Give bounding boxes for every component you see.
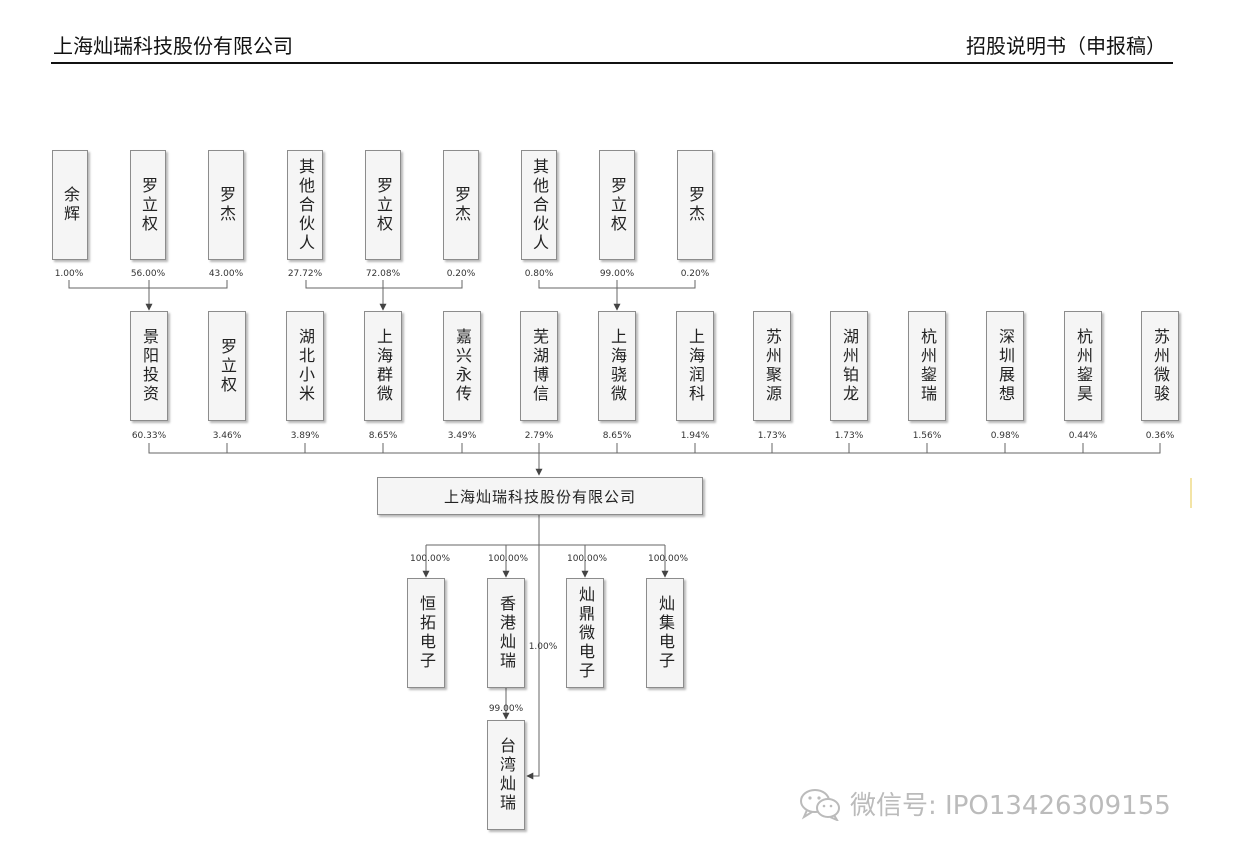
shareholder-pct-2: 3.46% bbox=[212, 431, 242, 441]
shareholder-pct-7: 8.65% bbox=[602, 431, 632, 441]
shareholder-box-7-label: 上海骁微 bbox=[608, 328, 627, 404]
company-box: 上海灿瑞科技股份有限公司 bbox=[377, 477, 703, 515]
top-box-5: 罗立权 bbox=[365, 150, 401, 260]
top-box-4-label: 其他合伙人 bbox=[296, 157, 315, 253]
top-pct-4: 27.72% bbox=[287, 269, 323, 279]
top-box-1-label: 余辉 bbox=[61, 186, 80, 224]
subsidiary-pct-1: 100.00% bbox=[409, 554, 451, 564]
top-box-9: 罗杰 bbox=[677, 150, 713, 260]
shareholder-box-5-label: 嘉兴永传 bbox=[453, 328, 472, 404]
shareholder-pct-11: 1.56% bbox=[912, 431, 942, 441]
subsidiary-box-1: 恒拓电子 bbox=[407, 578, 445, 688]
shareholder-box-9: 苏州聚源 bbox=[753, 311, 791, 421]
shareholder-pct-9: 1.73% bbox=[757, 431, 787, 441]
subsidiary-box-4: 灿集电子 bbox=[646, 578, 684, 688]
shareholder-box-13: 杭州鋆昊 bbox=[1064, 311, 1102, 421]
shareholder-pct-6: 2.79% bbox=[524, 431, 554, 441]
shareholder-box-3: 湖北小米 bbox=[286, 311, 324, 421]
shareholder-pct-3: 3.89% bbox=[290, 431, 320, 441]
subsidiary-pct-4: 100.00% bbox=[647, 554, 689, 564]
shareholder-box-10: 湖州铂龙 bbox=[830, 311, 868, 421]
top-pct-3: 43.00% bbox=[208, 269, 244, 279]
shareholder-box-2-label: 罗立权 bbox=[218, 337, 237, 395]
shareholder-box-12: 深圳展想 bbox=[986, 311, 1024, 421]
top-box-8: 罗立权 bbox=[599, 150, 635, 260]
shareholder-box-6-label: 芜湖博信 bbox=[530, 328, 549, 404]
shareholder-box-14-label: 苏州微骏 bbox=[1151, 328, 1170, 404]
shareholder-box-4: 上海群微 bbox=[364, 311, 402, 421]
taiwan-pct-parent: 1.00% bbox=[528, 642, 558, 652]
shareholder-box-8: 上海润科 bbox=[676, 311, 714, 421]
shareholder-box-11: 杭州鋆瑞 bbox=[908, 311, 946, 421]
top-pct-5: 72.08% bbox=[365, 269, 401, 279]
top-pct-1: 1.00% bbox=[54, 269, 84, 279]
taiwan-box: 台湾灿瑞 bbox=[487, 720, 525, 830]
header-divider bbox=[51, 62, 1173, 64]
top-pct-6: 0.20% bbox=[446, 269, 476, 279]
shareholder-box-10-label: 湖州铂龙 bbox=[840, 328, 859, 404]
top-pct-8: 99.00% bbox=[599, 269, 635, 279]
shareholder-box-6: 芜湖博信 bbox=[520, 311, 558, 421]
shareholder-pct-10: 1.73% bbox=[834, 431, 864, 441]
top-box-7-label: 其他合伙人 bbox=[530, 157, 549, 253]
shareholder-box-13-label: 杭州鋆昊 bbox=[1074, 328, 1093, 404]
header-doc-title: 招股说明书（申报稿） bbox=[966, 34, 1166, 58]
subsidiary-box-3-label: 灿鼎微电子 bbox=[576, 585, 595, 681]
top-box-6-label: 罗杰 bbox=[452, 186, 471, 224]
top-box-3-label: 罗杰 bbox=[217, 186, 236, 224]
top-pct-9: 0.20% bbox=[680, 269, 710, 279]
shareholder-box-8-label: 上海润科 bbox=[686, 328, 705, 404]
shareholder-pct-12: 0.98% bbox=[990, 431, 1020, 441]
subsidiary-pct-2: 100.00% bbox=[487, 554, 529, 564]
shareholder-pct-8: 1.94% bbox=[680, 431, 710, 441]
subsidiary-box-2-label: 香港灿瑞 bbox=[497, 595, 516, 671]
subsidiary-box-4-label: 灿集电子 bbox=[656, 595, 675, 671]
subsidiary-pct-3: 100.00% bbox=[566, 554, 608, 564]
top-box-4: 其他合伙人 bbox=[287, 150, 323, 260]
top-box-7: 其他合伙人 bbox=[521, 150, 557, 260]
top-pct-7: 0.80% bbox=[524, 269, 554, 279]
subsidiary-box-2: 香港灿瑞 bbox=[487, 578, 525, 688]
shareholder-pct-14: 0.36% bbox=[1145, 431, 1175, 441]
top-pct-2: 56.00% bbox=[130, 269, 166, 279]
top-box-9-label: 罗杰 bbox=[686, 186, 705, 224]
wechat-id-text: 微信号: IPO13426309155 bbox=[850, 791, 1171, 821]
top-box-6: 罗杰 bbox=[443, 150, 479, 260]
header-company-name: 上海灿瑞科技股份有限公司 bbox=[53, 34, 293, 58]
shareholder-box-12-label: 深圳展想 bbox=[996, 328, 1015, 404]
subsidiary-box-1-label: 恒拓电子 bbox=[417, 595, 436, 671]
top-box-8-label: 罗立权 bbox=[608, 176, 627, 234]
shareholder-box-9-label: 苏州聚源 bbox=[763, 328, 782, 404]
subsidiary-box-3: 灿鼎微电子 bbox=[566, 578, 604, 688]
top-box-2: 罗立权 bbox=[130, 150, 166, 260]
shareholder-box-3-label: 湖北小米 bbox=[296, 328, 315, 404]
top-box-2-label: 罗立权 bbox=[139, 176, 158, 234]
taiwan-pct-hk: 99.00% bbox=[488, 704, 524, 714]
shareholder-box-2: 罗立权 bbox=[208, 311, 246, 421]
company-box-label: 上海灿瑞科技股份有限公司 bbox=[443, 487, 636, 506]
shareholder-pct-1: 60.33% bbox=[131, 431, 167, 441]
shareholder-box-1: 景阳投资 bbox=[130, 311, 168, 421]
shareholder-pct-13: 0.44% bbox=[1068, 431, 1098, 441]
margin-mark bbox=[1190, 478, 1192, 508]
shareholder-box-5: 嘉兴永传 bbox=[443, 311, 481, 421]
top-box-5-label: 罗立权 bbox=[374, 176, 393, 234]
shareholder-box-14: 苏州微骏 bbox=[1141, 311, 1179, 421]
shareholder-box-11-label: 杭州鋆瑞 bbox=[918, 328, 937, 404]
taiwan-box-label: 台湾灿瑞 bbox=[497, 737, 516, 813]
shareholder-box-1-label: 景阳投资 bbox=[140, 328, 159, 404]
top-box-3: 罗杰 bbox=[208, 150, 244, 260]
top-box-1: 余辉 bbox=[52, 150, 88, 260]
wechat-watermark: 微信号: IPO13426309155 bbox=[798, 785, 1171, 822]
shareholder-pct-4: 8.65% bbox=[368, 431, 398, 441]
shareholder-box-4-label: 上海群微 bbox=[374, 328, 393, 404]
wechat-icon bbox=[800, 788, 840, 821]
shareholder-box-7: 上海骁微 bbox=[598, 311, 636, 421]
shareholder-pct-5: 3.49% bbox=[447, 431, 477, 441]
